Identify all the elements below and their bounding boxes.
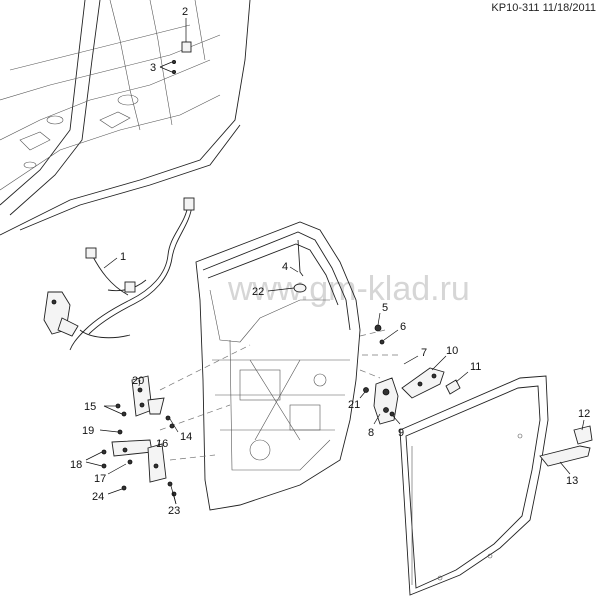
callout-10: 10 [446,345,458,357]
callout-1-leader [103,257,118,269]
callout-20-leader [138,379,141,387]
outer-door-panel [399,375,549,596]
watermark: www.gm-klad.ru [227,270,470,308]
lower-door-hinge [111,439,167,483]
callout-6: 6 [400,321,406,333]
callout-1: 1 [120,251,126,263]
callout-8: 8 [368,427,374,439]
callout-20: 20 [132,375,144,387]
latch-screws-9 [389,411,401,425]
callout-5: 5 [382,302,388,314]
callout-22-leader [267,287,295,292]
diagram-reference: KP10-311 11/18/2011 [491,2,596,14]
callout-7-leader [403,355,419,365]
callout-12-leader [581,419,585,431]
callout-12: 12 [578,408,590,420]
door-wiring-harness [43,197,195,351]
outside-door-handle [539,425,593,467]
upper-door-hinge [131,375,165,417]
callout-24: 24 [92,491,104,503]
callout-22: 22 [252,286,264,298]
hinge-bolts-15 [103,403,127,417]
callout-3: 3 [150,62,156,74]
callout-11: 11 [470,361,481,373]
callout-13-leader [559,461,571,475]
callout-labels: 1 2 3 4 5 6 7 8 9 10 11 12 13 14 15 16 1… [70,6,590,517]
callout-4-leader [289,266,299,273]
callout-10-leader [431,355,447,371]
callout-19: 19 [82,425,94,437]
callout-13: 13 [566,475,578,487]
vehicle-body-side [0,0,251,236]
callout-14: 14 [180,431,192,443]
callout-15: 15 [84,401,96,413]
callout-8-leader [373,413,381,425]
callout-9: 9 [398,427,404,439]
latch-cable-21 [359,387,369,399]
callout-23: 23 [168,505,180,517]
hinge-bolts-24 [107,485,127,495]
callout-18: 18 [70,459,82,471]
door-lock-fastener-5 [374,312,382,332]
hinge-bolts-23 [167,481,177,505]
callout-19-part [99,429,123,435]
outside-handle-bracket [401,367,445,399]
callout-21: 21 [348,399,360,411]
callout-3-leader [159,60,176,75]
door-lock-fastener-6 [379,329,399,345]
callout-16: 16 [156,438,168,450]
door-shell [195,221,361,511]
callout-4: 4 [282,261,288,273]
callout-7: 7 [421,347,427,359]
callout-17: 17 [94,473,106,485]
callout-2: 2 [182,6,188,18]
hinge-bolts-18 [85,449,107,469]
hinge-bolts-14 [165,415,179,433]
callout-16-leader [157,439,161,447]
handle-cap-11 [445,371,469,395]
callout-17-leader [107,463,127,475]
